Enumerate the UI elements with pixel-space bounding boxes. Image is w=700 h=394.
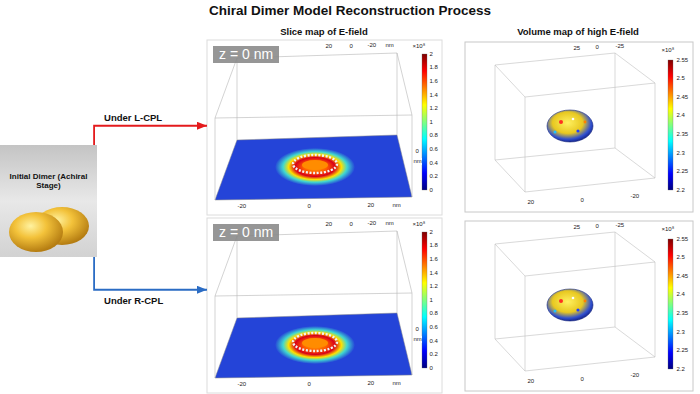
colorbar-tick: 1.8 <box>429 64 438 71</box>
axis-tick: 0 <box>307 381 311 388</box>
colorbar-tick: 2.4 <box>676 112 685 119</box>
axis-tick: 20 <box>367 380 375 387</box>
axis-tick: nm <box>413 336 422 343</box>
axis-tick: nm <box>392 380 401 387</box>
axis-tick: -20 <box>630 372 640 379</box>
colorbar-tick: 1.4 <box>429 92 438 99</box>
colorbar-tick: 1.2 <box>429 283 438 290</box>
colorbar-tick: 1.4 <box>429 270 438 277</box>
colorbar-tick: 0 <box>429 365 433 372</box>
axis-tick: 0 <box>415 148 419 155</box>
axis-tick: nm <box>392 202 401 209</box>
axis-tick: -20 <box>237 203 247 210</box>
axis-tick: 20 <box>325 221 333 228</box>
axis-tick: 0 <box>415 326 419 333</box>
colorbar-tick: 2.25 <box>676 168 689 175</box>
slice-plane-label: z = 0 nm <box>213 46 279 63</box>
column-header: Slice map of E-field <box>280 26 368 37</box>
colorbar-tick: 2.25 <box>676 347 689 354</box>
axis-tick: nm <box>385 42 394 49</box>
colorbar-tick: 1 <box>429 119 433 126</box>
colorbar-tick: 2.3 <box>676 329 685 336</box>
colorbar-tick: 2.55 <box>676 57 689 64</box>
volume-map-r <box>465 221 693 391</box>
axis-tick: 20 <box>527 199 535 206</box>
colorbar-tick: 0.2 <box>429 173 438 180</box>
axis-tick: 0 <box>595 223 599 230</box>
colorbar-tick: 2.55 <box>676 236 689 243</box>
colorbar-tick: 1.6 <box>429 78 438 85</box>
colorbar-tick: 2.3 <box>676 150 685 157</box>
colorbar-tick: 0.6 <box>429 146 438 153</box>
column-header: Volume map of high E-field <box>517 26 639 37</box>
edge-label: Under R-CPL <box>104 295 163 306</box>
colorbar-tick: 2.4 <box>676 291 685 298</box>
slice-map-r <box>207 218 442 393</box>
slice-plane-label: z = 0 nm <box>213 224 279 241</box>
axis-tick: -20 <box>237 381 247 388</box>
figure-title: Chiral Dimer Model Reconstruction Proces… <box>0 3 700 18</box>
axis-tick: nm <box>413 158 422 165</box>
light-arrow <box>94 126 207 145</box>
colorbar-tick: 2.5 <box>676 254 685 261</box>
colorbar-tick: 1 <box>429 297 433 304</box>
axis-tick: 0 <box>595 44 599 51</box>
axis-tick: nm <box>385 220 394 227</box>
colorbar-tick: 2 <box>429 229 433 236</box>
colorbar-tick: 0.8 <box>429 132 438 139</box>
axis-tick: 0 <box>580 376 584 383</box>
colorbar-tick: 0.8 <box>429 310 438 317</box>
volume-map-l <box>465 42 693 212</box>
colorbar-tick: 0.6 <box>429 324 438 331</box>
colorbar-tick: 0.4 <box>429 338 438 345</box>
axis-tick: -20 <box>367 42 377 49</box>
colorbar-exponent: ×10⁸ <box>412 221 426 228</box>
colorbar-tick: 2.45 <box>676 273 689 280</box>
colorbar-tick: 2.2 <box>676 187 685 194</box>
slice-map-panel: z = 0 nm ×10⁸2 1.8 1.6 1.4 1.2 1 0.8 0.6 0.4 0.2 0 2… <box>207 40 442 215</box>
colorbar-tick: 2.2 <box>676 366 685 373</box>
sample-title: Initial Dimer (Achiral Stage) <box>2 173 95 191</box>
colorbar-tick: 2.45 <box>676 94 689 101</box>
colorbar-tick: 0 <box>429 187 433 194</box>
axis-tick: 0 <box>307 203 311 210</box>
colorbar-tick: 0.2 <box>429 351 438 358</box>
axis-tick: -20 <box>367 220 377 227</box>
slice-map-l <box>207 40 442 215</box>
colorbar-tick: 2.35 <box>676 310 689 317</box>
colorbar-tick: 2 <box>429 51 433 58</box>
axis-tick: 25 <box>573 45 581 52</box>
axis-tick: -25 <box>615 222 625 229</box>
axis-tick: 0 <box>580 197 584 204</box>
colorbar-tick: 0.4 <box>429 160 438 167</box>
volume-map-panel: ×10⁸2.55 2.5 2.45 2.4 2.35 2.3 2.25 2.2 25 0 -25 20… <box>465 42 693 212</box>
colorbar-exponent: ×10⁸ <box>661 47 675 54</box>
volume-map-panel: ×10⁸2.55 2.5 2.45 2.4 2.35 2.3 2.25 2.2 25 0 -25 20… <box>465 221 693 391</box>
light-arrow <box>94 257 207 290</box>
nanoparticle <box>9 212 63 252</box>
slice-map-panel: z = 0 nm ×10⁸2 1.8 1.6 1.4 1.2 1 0.8 0.6 0.4 0.2 0 2… <box>207 218 442 393</box>
colorbar-tick: 1.6 <box>429 256 438 263</box>
axis-tick: -20 <box>630 193 640 200</box>
axis-tick: 20 <box>527 378 535 385</box>
sample-background <box>0 145 97 257</box>
colorbar-exponent: ×10⁸ <box>412 43 426 50</box>
colorbar-exponent: ×10⁸ <box>661 226 675 233</box>
colorbar-tick: 1.2 <box>429 105 438 112</box>
axis-tick: 20 <box>325 43 333 50</box>
axis-tick: 25 <box>573 224 581 231</box>
axis-tick: 0 <box>349 43 353 50</box>
colorbar-tick: 2.5 <box>676 75 685 82</box>
axis-tick: 20 <box>367 202 375 209</box>
axis-tick: -25 <box>615 43 625 50</box>
colorbar-tick: 1.8 <box>429 242 438 249</box>
colorbar-tick: 2.35 <box>676 131 689 138</box>
sample-box: Initial Dimer (Achiral Stage) <box>0 145 97 257</box>
axis-tick: 0 <box>349 221 353 228</box>
edge-label: Under L-CPL <box>104 112 162 123</box>
